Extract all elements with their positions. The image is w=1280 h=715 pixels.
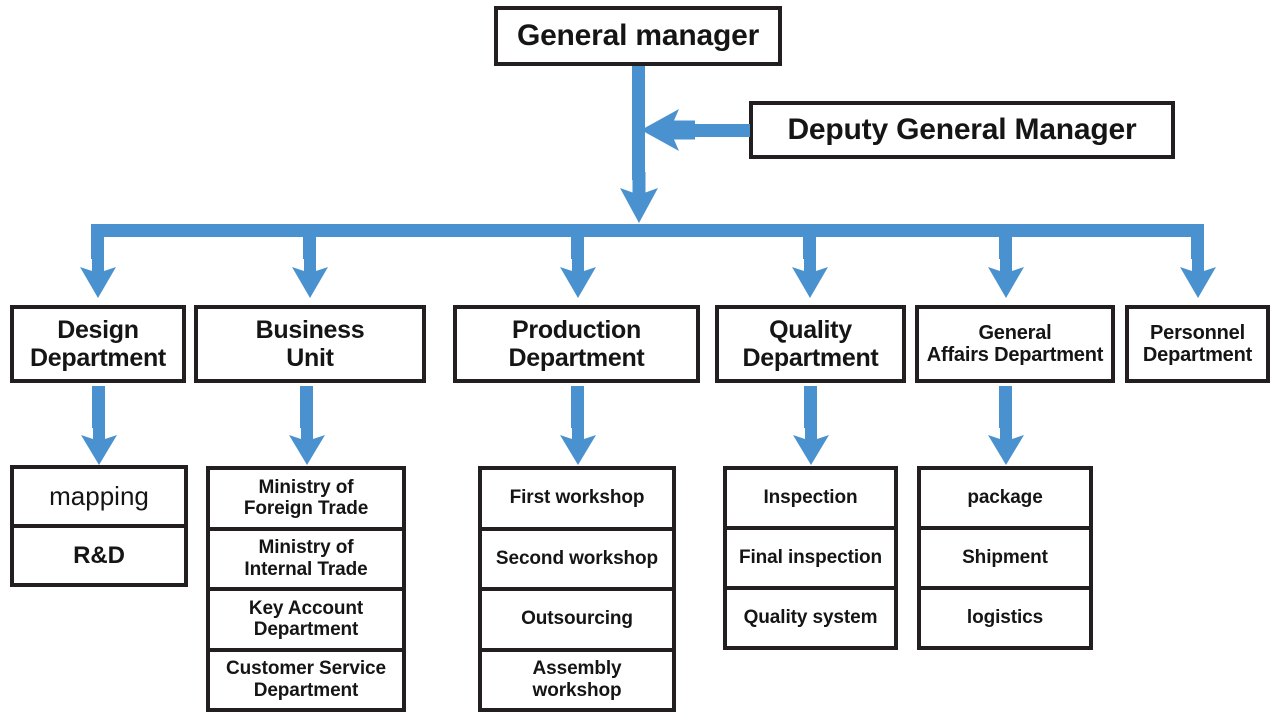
stack-design-subunits: mapping R&D bbox=[10, 465, 188, 587]
bus-arrowhead-personnel-icon bbox=[1180, 255, 1216, 298]
dept-arrowhead-business-icon bbox=[289, 424, 325, 465]
node-department-quality-label: Quality Department bbox=[742, 316, 879, 372]
list-item[interactable]: mapping bbox=[14, 469, 184, 528]
bus-drop-stem-design bbox=[91, 224, 104, 259]
dept-arrowhead-general-affairs-icon bbox=[988, 424, 1024, 465]
list-item[interactable]: Ministry of Internal Trade bbox=[210, 531, 402, 591]
bus-drop-stem-quality bbox=[803, 224, 816, 259]
node-department-design[interactable]: Design Department bbox=[10, 305, 186, 383]
bus-arrowhead-design-icon bbox=[80, 255, 116, 298]
dept-arrowhead-production-icon bbox=[560, 424, 596, 465]
list-item[interactable]: Outsourcing bbox=[482, 591, 672, 652]
dept-stem-production bbox=[571, 386, 584, 428]
bus-arrowhead-quality-icon bbox=[792, 255, 828, 298]
bus-arrowhead-business-icon bbox=[292, 255, 328, 298]
node-department-quality[interactable]: Quality Department bbox=[715, 305, 906, 383]
bus-drop-stem-general-affairs bbox=[999, 224, 1012, 259]
dept-stem-general-affairs bbox=[999, 386, 1012, 428]
node-deputy-general-manager-label: Deputy General Manager bbox=[787, 113, 1137, 147]
list-item[interactable]: Ministry of Foreign Trade bbox=[210, 470, 402, 531]
list-item[interactable]: Second workshop bbox=[482, 531, 672, 591]
list-item[interactable]: package bbox=[921, 470, 1089, 530]
node-department-general-affairs[interactable]: General Affairs Department bbox=[915, 305, 1115, 383]
stack-production-subunits: First workshop Second workshop Outsourci… bbox=[478, 466, 676, 712]
list-item[interactable]: Customer Service Department bbox=[226, 658, 386, 701]
node-department-personnel[interactable]: Personnel Department bbox=[1125, 305, 1270, 383]
list-item[interactable]: Assembly workshop bbox=[532, 658, 622, 701]
node-department-production[interactable]: Production Department bbox=[453, 305, 700, 383]
node-department-production-label: Production Department bbox=[508, 316, 645, 372]
trunk-arrowhead-icon bbox=[620, 172, 658, 223]
bus-drop-stem-personnel bbox=[1191, 224, 1204, 259]
list-item[interactable]: Key Account Department bbox=[210, 591, 402, 652]
dept-stem-quality bbox=[804, 386, 817, 428]
dept-arrowhead-quality-icon bbox=[793, 424, 829, 465]
list-item[interactable]: R&D bbox=[73, 541, 125, 569]
bus-arrowhead-general-affairs-icon bbox=[988, 255, 1024, 298]
dept-arrowhead-design-icon bbox=[81, 424, 117, 465]
dept-stem-design bbox=[92, 386, 105, 428]
dept-stem-business bbox=[300, 386, 313, 428]
node-general-manager[interactable]: General manager bbox=[494, 6, 782, 66]
bus-drop-stem-production bbox=[571, 224, 584, 259]
list-item[interactable]: logistics bbox=[966, 607, 1044, 629]
trunk-vertical-line bbox=[632, 66, 645, 180]
list-item[interactable]: Shipment bbox=[921, 530, 1089, 590]
stack-general-affairs-subunits: package Shipment logistics bbox=[917, 466, 1093, 650]
list-item[interactable]: Final inspection bbox=[727, 530, 894, 590]
node-department-personnel-label: Personnel Department bbox=[1142, 321, 1253, 366]
stack-business-subunits: Ministry of Foreign Trade Ministry of In… bbox=[206, 466, 406, 712]
node-department-design-label: Design Department bbox=[30, 316, 166, 372]
node-department-business[interactable]: Business Unit bbox=[194, 305, 426, 383]
bus-arrowhead-production-icon bbox=[560, 255, 596, 298]
node-department-business-label: Business Unit bbox=[255, 316, 365, 372]
deputy-connector-line bbox=[692, 124, 750, 137]
list-item[interactable]: Inspection bbox=[727, 470, 894, 530]
node-general-manager-label: General manager bbox=[516, 19, 760, 53]
bus-drop-stem-business bbox=[303, 224, 316, 259]
list-item[interactable]: First workshop bbox=[482, 470, 672, 531]
node-deputy-general-manager[interactable]: Deputy General Manager bbox=[749, 101, 1175, 159]
node-department-general-affairs-label: General Affairs Department bbox=[926, 321, 1104, 366]
deputy-arrowhead-icon bbox=[641, 109, 695, 151]
stack-quality-subunits: Inspection Final inspection Quality syst… bbox=[723, 466, 898, 650]
list-item[interactable]: Quality system bbox=[743, 607, 878, 629]
bus-bar-horizontal bbox=[91, 224, 1204, 237]
